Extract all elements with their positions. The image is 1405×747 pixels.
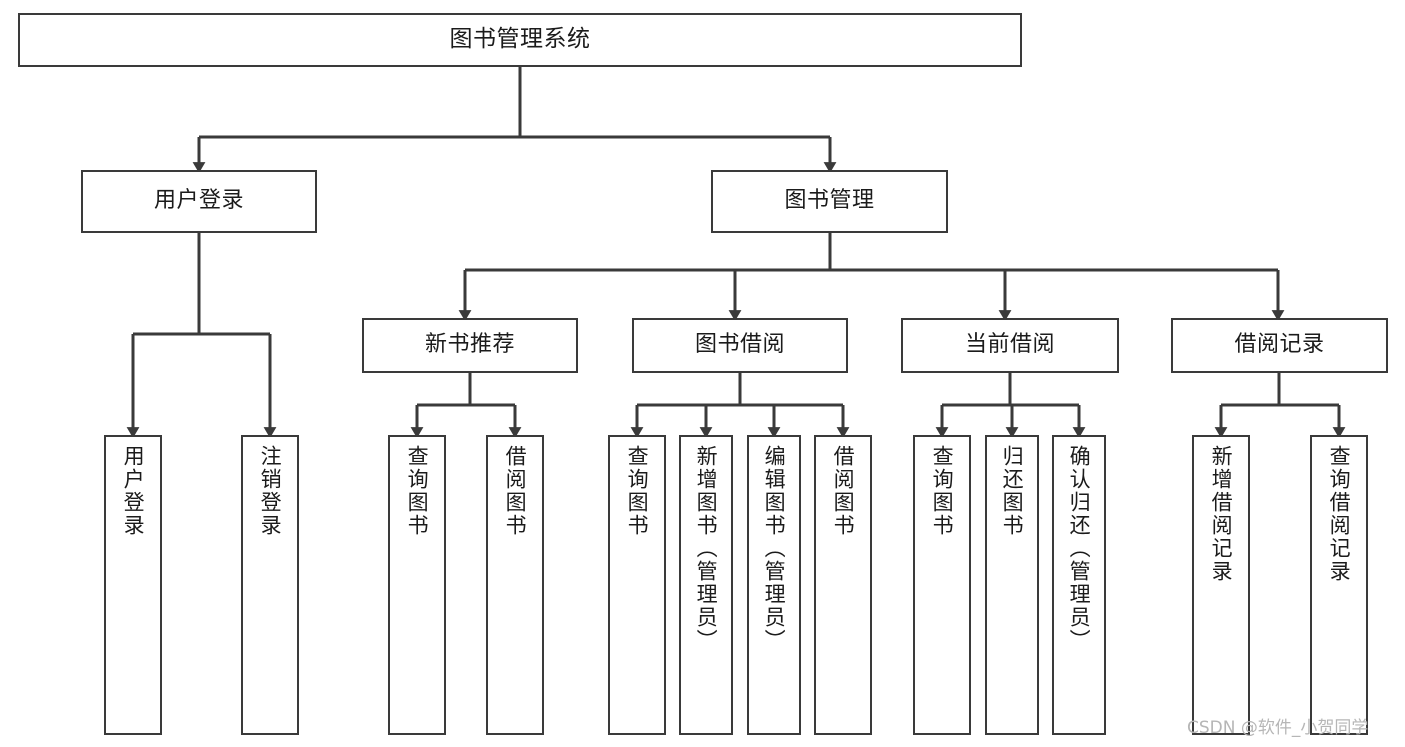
node-leaf-query-book-3[interactable]: 查询图书 (913, 435, 971, 735)
node-book-borrow[interactable]: 图书借阅 (632, 318, 848, 373)
node-leaf-query-record-label: 查询借阅记录 (1327, 445, 1352, 583)
node-user-login-label: 用户登录 (153, 188, 244, 214)
node-leaf-query-book-1-label: 查询图书 (405, 445, 430, 537)
node-new-book-rec-label: 新书推荐 (424, 332, 515, 358)
node-leaf-add-record-label: 新增借阅记录 (1209, 445, 1234, 583)
node-leaf-add-book-label: 新增图书（管理员） (694, 445, 719, 652)
node-leaf-edit-book[interactable]: 编辑图书（管理员） (747, 435, 801, 735)
node-current-borrow-label: 当前借阅 (964, 332, 1055, 358)
node-leaf-query-record[interactable]: 查询借阅记录 (1310, 435, 1368, 735)
node-root-label: 图书管理系统 (449, 26, 591, 53)
node-leaf-add-record[interactable]: 新增借阅记录 (1192, 435, 1250, 735)
node-leaf-borrow-book-2[interactable]: 借阅图书 (814, 435, 872, 735)
node-book-manage[interactable]: 图书管理 (711, 170, 948, 233)
node-leaf-confirm-return[interactable]: 确认归还（管理员） (1052, 435, 1106, 735)
node-leaf-add-book[interactable]: 新增图书（管理员） (679, 435, 733, 735)
node-leaf-user-logout-label: 注销登录 (258, 445, 283, 537)
node-borrow-record-label: 借阅记录 (1234, 332, 1325, 358)
node-leaf-query-book-2-label: 查询图书 (625, 445, 650, 537)
node-leaf-borrow-book-1-label: 借阅图书 (503, 445, 528, 537)
node-book-borrow-label: 图书借阅 (694, 332, 785, 358)
node-new-book-rec[interactable]: 新书推荐 (362, 318, 578, 373)
node-leaf-user-login[interactable]: 用户登录 (104, 435, 162, 735)
csdn-watermark: CSDN @软件_小贺同学 (1187, 718, 1369, 738)
node-borrow-record[interactable]: 借阅记录 (1171, 318, 1388, 373)
node-leaf-edit-book-label: 编辑图书（管理员） (762, 445, 787, 652)
node-root[interactable]: 图书管理系统 (18, 13, 1022, 67)
node-leaf-return-book[interactable]: 归还图书 (985, 435, 1039, 735)
node-leaf-query-book-3-label: 查询图书 (930, 445, 955, 537)
node-current-borrow[interactable]: 当前借阅 (901, 318, 1119, 373)
node-leaf-user-logout[interactable]: 注销登录 (241, 435, 299, 735)
node-leaf-user-login-label: 用户登录 (121, 445, 146, 537)
node-leaf-query-book-1[interactable]: 查询图书 (388, 435, 446, 735)
node-leaf-return-book-label: 归还图书 (1000, 445, 1025, 537)
node-leaf-confirm-return-label: 确认归还（管理员） (1067, 445, 1092, 652)
node-leaf-borrow-book-2-label: 借阅图书 (831, 445, 856, 537)
node-book-manage-label: 图书管理 (784, 188, 875, 214)
node-leaf-query-book-2[interactable]: 查询图书 (608, 435, 666, 735)
node-user-login[interactable]: 用户登录 (81, 170, 317, 233)
node-leaf-borrow-book-1[interactable]: 借阅图书 (486, 435, 544, 735)
